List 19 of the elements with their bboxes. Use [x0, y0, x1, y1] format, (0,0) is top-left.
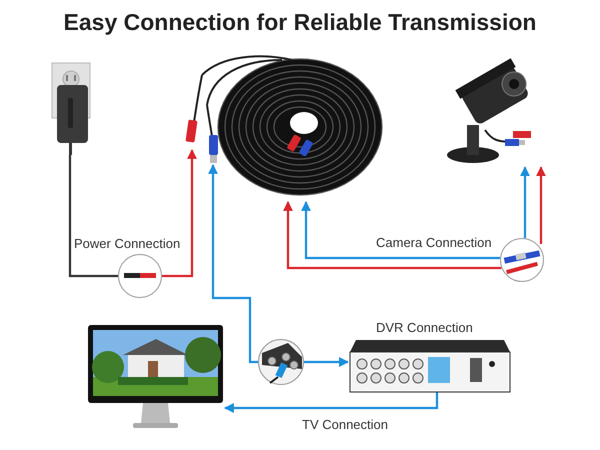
connection-caption: Power Connection	[74, 236, 180, 251]
connection-caption: Camera Connection	[376, 235, 492, 250]
connection-arrow	[283, 201, 502, 270]
title: Easy Connection for Reliable Transmission	[62, 9, 538, 36]
connection-arrow	[520, 166, 530, 238]
connection-arrow	[536, 166, 546, 244]
plug-closeup-drawing	[118, 254, 162, 298]
connection-arrow	[208, 164, 258, 364]
power-adapter-drawing	[52, 63, 92, 155]
monitor-drawing	[88, 325, 223, 430]
connection-caption: DVR Connection	[376, 320, 473, 335]
connection-arrow	[162, 149, 197, 278]
plug-closeup-drawing	[500, 238, 544, 282]
connection-arrow	[301, 201, 500, 260]
connector-closeup-drawing	[258, 339, 304, 385]
connection-arrow	[304, 357, 349, 367]
connection-arrow	[224, 392, 438, 413]
dvr-recorder-drawing	[350, 340, 510, 392]
edge-label: TV Connection	[300, 417, 390, 432]
